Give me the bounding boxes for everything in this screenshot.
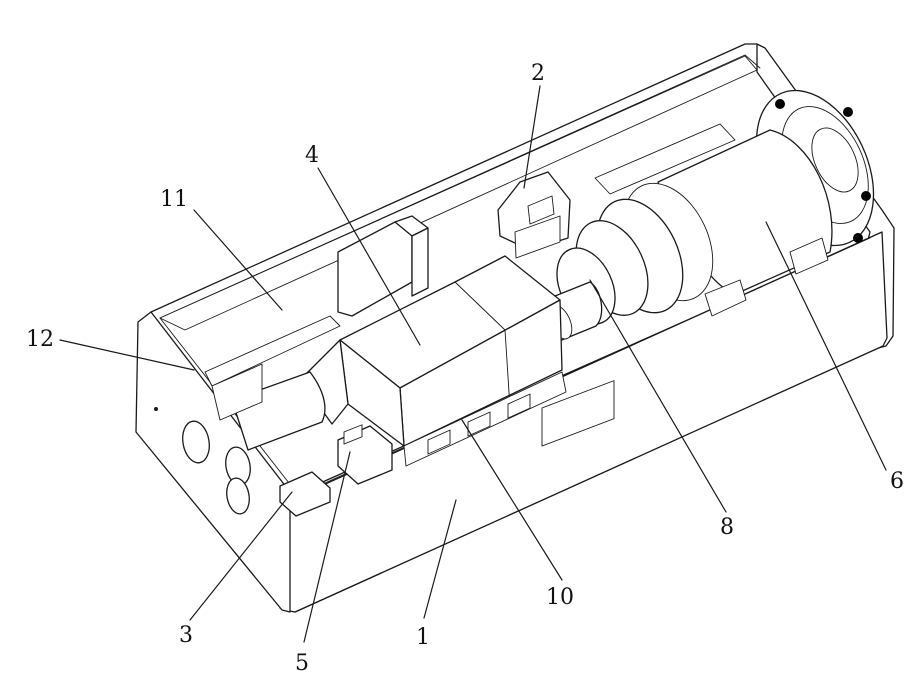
- label-2: 2: [531, 61, 545, 86]
- label-3: 3: [179, 623, 193, 648]
- back-plate-side: [412, 228, 428, 296]
- back-plate: [338, 216, 428, 316]
- label-5: 5: [295, 651, 309, 676]
- left-face-small-hole: [154, 407, 158, 411]
- flange-bolt-3: [861, 191, 871, 201]
- flange-bolt-2: [843, 107, 853, 117]
- label-8: 8: [720, 515, 734, 540]
- label-11: 11: [160, 187, 188, 212]
- label-10: 10: [546, 585, 574, 610]
- upper-bracket: [498, 172, 570, 258]
- label-1: 1: [416, 625, 430, 650]
- label-12: 12: [26, 327, 54, 352]
- label-4: 4: [305, 143, 319, 168]
- flange-bolt-4: [853, 233, 863, 243]
- flange-bolt-1: [775, 99, 785, 109]
- label-6: 6: [890, 469, 904, 494]
